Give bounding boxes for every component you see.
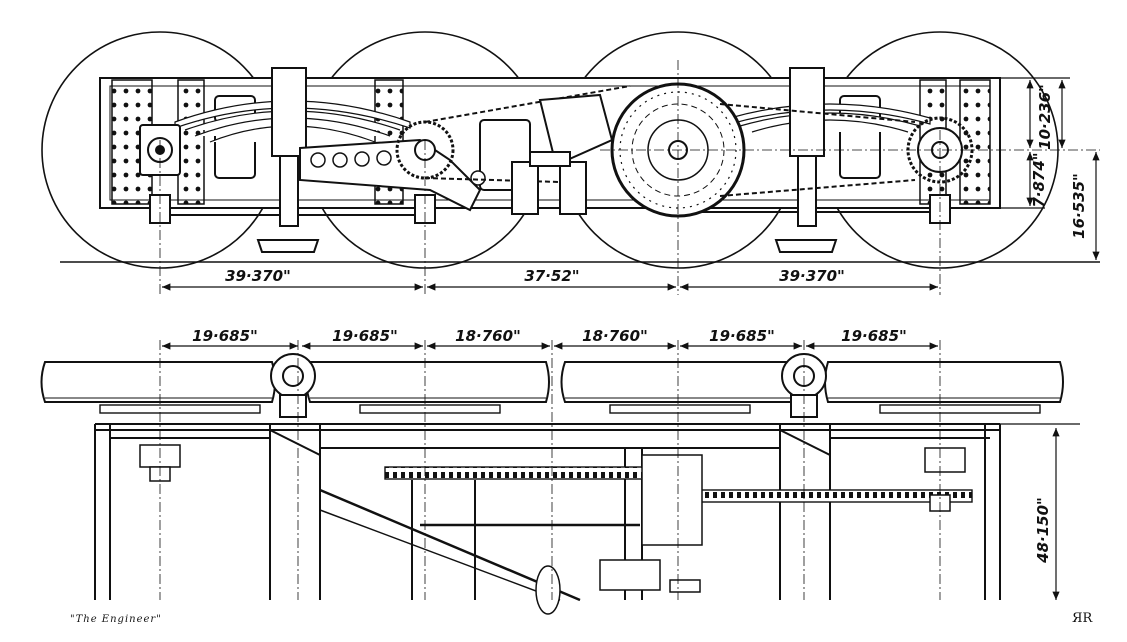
plan-spacing-6: 19·685" xyxy=(841,327,907,345)
engraver-mark: ЯR xyxy=(1072,611,1093,626)
vertical-dimension-lines xyxy=(1000,77,1100,260)
pivot-hangers xyxy=(256,67,838,253)
plan-plates xyxy=(99,404,1041,414)
axle-spacing-1: 39·370" xyxy=(225,267,291,285)
plan-spacing-5: 19·685" xyxy=(709,327,775,345)
motor-bracket xyxy=(511,93,614,215)
plan-spacing-1: 19·685" xyxy=(192,327,258,345)
dim-16-535: 16·535" xyxy=(1070,173,1088,239)
centre-lines xyxy=(159,60,1100,295)
bogie-frame xyxy=(99,77,1001,216)
dim-10-236: 10·236" xyxy=(1036,84,1054,150)
plan-spacing-3: 18·760" xyxy=(455,327,521,345)
caption: "The Engineer" xyxy=(70,614,162,625)
plan-view: 19·685" 19·685" 18·760" 18·760" 19·685" … xyxy=(40,327,1080,615)
axle-spacing-3: 39·370" xyxy=(779,267,845,285)
plan-spacing-4: 18·760" xyxy=(582,327,648,345)
plan-spacing-2: 19·685" xyxy=(332,327,398,345)
plan-chain-1 xyxy=(384,466,666,480)
plan-centre-lines xyxy=(159,340,941,600)
axle-spacing-2: 37·52" xyxy=(524,267,579,285)
dim-7-874: 7·874" xyxy=(1030,152,1048,207)
side-elevation: 39·370" 37·52" 39·370" 7·874" 10·236" 16… xyxy=(41,31,1100,295)
dim-48-150: 48·150" xyxy=(1034,497,1052,564)
plan-fittings xyxy=(139,444,966,615)
plan-height-dimension xyxy=(1000,423,1080,600)
